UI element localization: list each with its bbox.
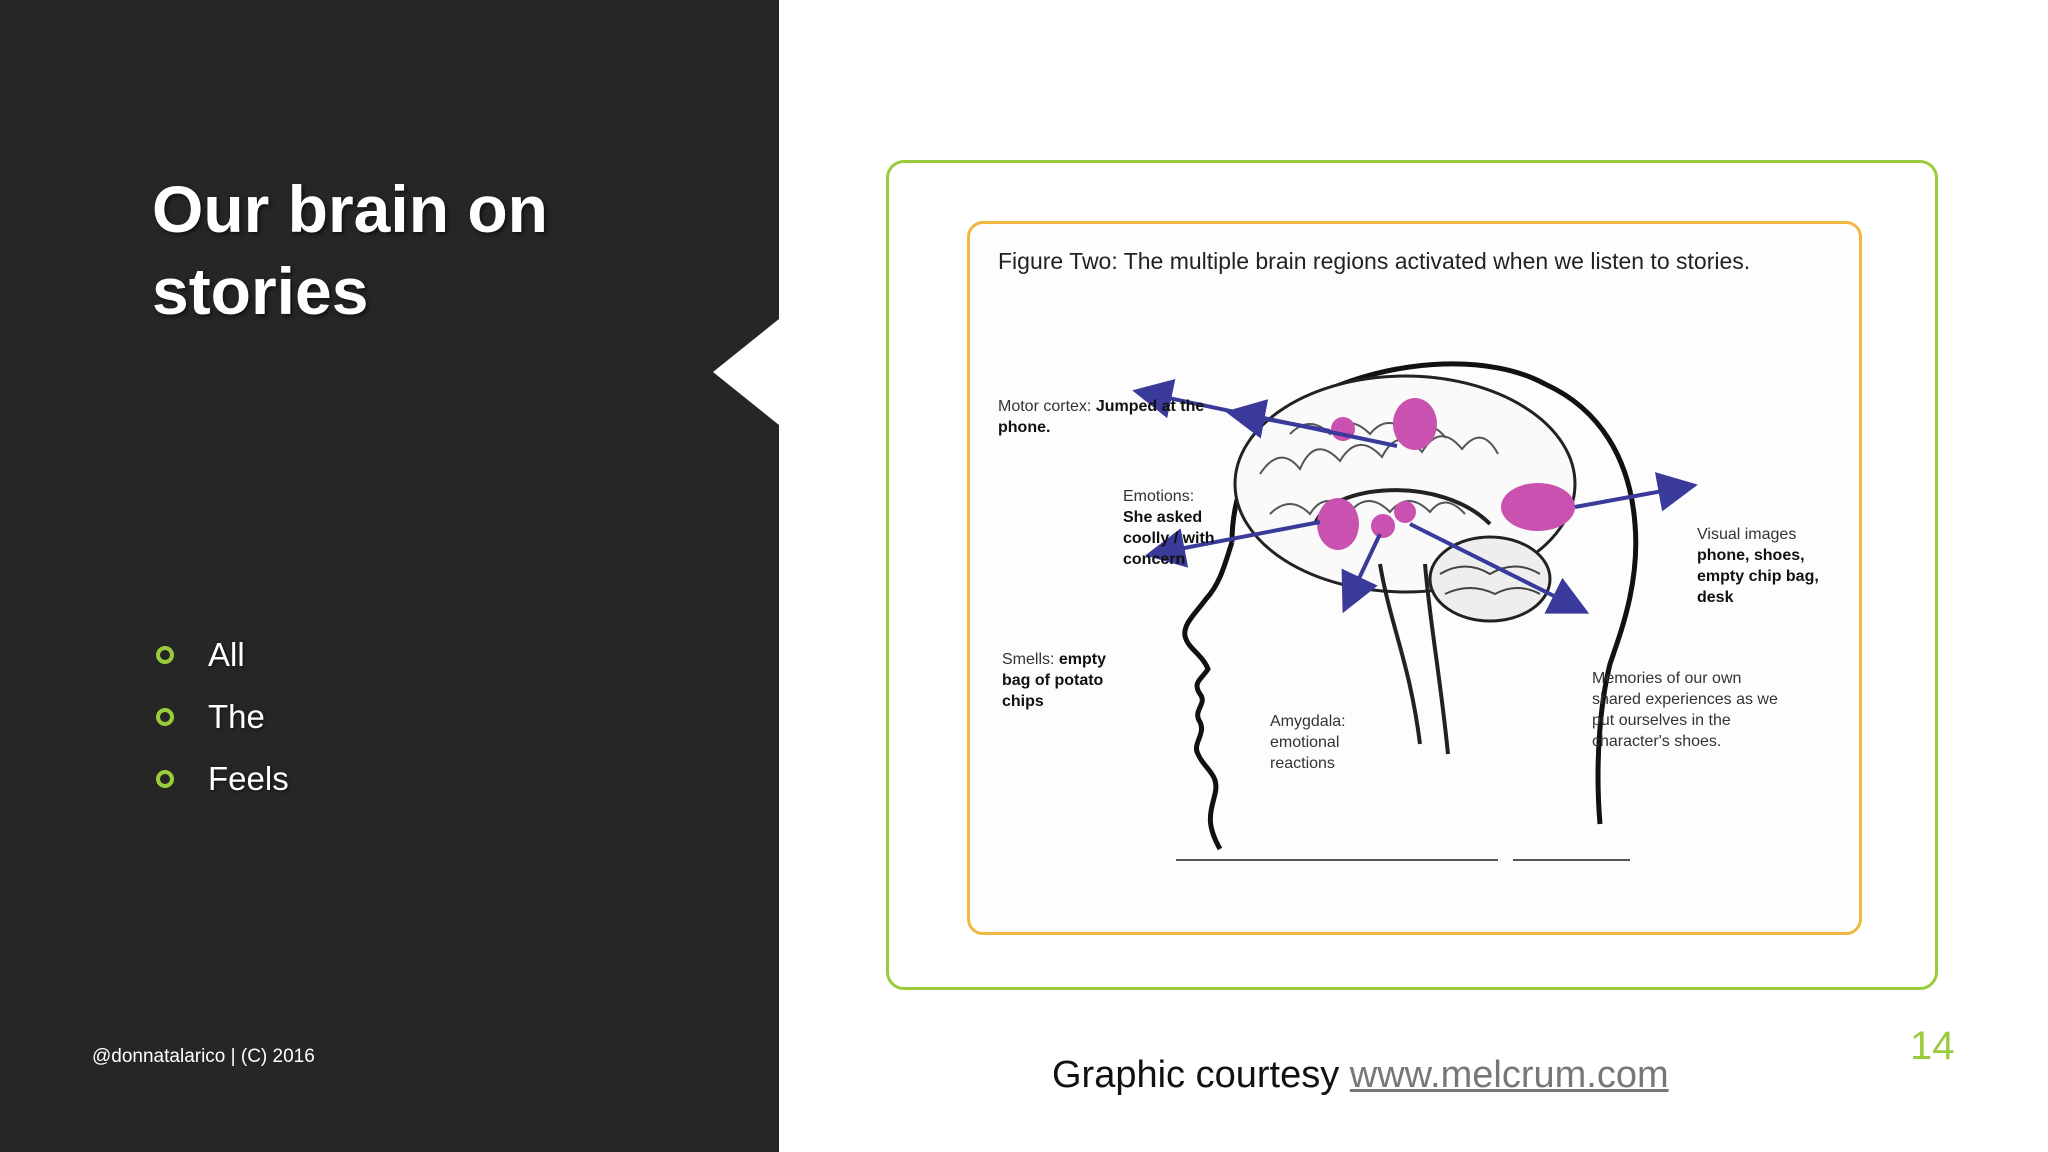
- cerebellum: [1428, 535, 1552, 623]
- label-smells: Smells: empty bag of potato chips: [1002, 651, 1107, 710]
- brain-figure: Figure Two: The multiple brain regions a…: [967, 221, 1862, 935]
- memory-arrow: [1409, 522, 1590, 614]
- page-number: 14: [1910, 1024, 1955, 1068]
- brain-stem: [1378, 563, 1450, 755]
- amygdala-arrow: [1341, 533, 1382, 614]
- emotion-arrow: [1225, 399, 1331, 439]
- bullet-text: The: [208, 698, 265, 735]
- motor-cortex-region: [1393, 398, 1437, 450]
- footer-credit: @donnatalarico | (C) 2016: [92, 1046, 315, 1067]
- bullet-item: The: [152, 686, 289, 748]
- bullet-list: All The Feels: [152, 624, 289, 810]
- circle-bullet-icon: [156, 708, 174, 726]
- brain-diagram: [1132, 361, 1698, 861]
- circle-bullet-icon: [156, 770, 174, 788]
- visual-region: [1501, 483, 1575, 531]
- credit-link[interactable]: www.melcrum.com: [1349, 1054, 1669, 1096]
- circle-bullet-icon: [156, 646, 174, 664]
- figure-caption: Figure Two: The multiple brain regions a…: [998, 248, 1751, 274]
- panel-notch: [713, 319, 779, 425]
- smell-region: [1317, 498, 1359, 550]
- label-memories: Memories of our own shared experiences a…: [1592, 670, 1778, 750]
- label-amygdala: Amygdala: emotional reactions: [1270, 713, 1346, 772]
- bullet-item: Feels: [152, 748, 289, 810]
- bullet-item: All: [152, 624, 289, 686]
- face-outline: [1182, 541, 1235, 851]
- bullet-text: Feels: [208, 760, 289, 797]
- graphic-credit: Graphic courtesy www.melcrum.com: [1052, 1054, 1669, 1097]
- amygdala-region: [1371, 514, 1395, 538]
- credit-text: Graphic courtesy: [1052, 1054, 1340, 1096]
- bullet-text: All: [208, 636, 245, 673]
- left-panel: [0, 0, 779, 1152]
- amygdala-region-2: [1394, 501, 1416, 523]
- label-emotions: Emotions:She asked coolly / with concern: [1123, 488, 1215, 568]
- label-motor-cortex: Motor cortex: Jumped at the phone.: [998, 398, 1205, 436]
- visual-arrow: [1574, 472, 1698, 512]
- slide-title: Our brain on stories: [152, 172, 548, 328]
- smell-arrow: [1145, 520, 1321, 568]
